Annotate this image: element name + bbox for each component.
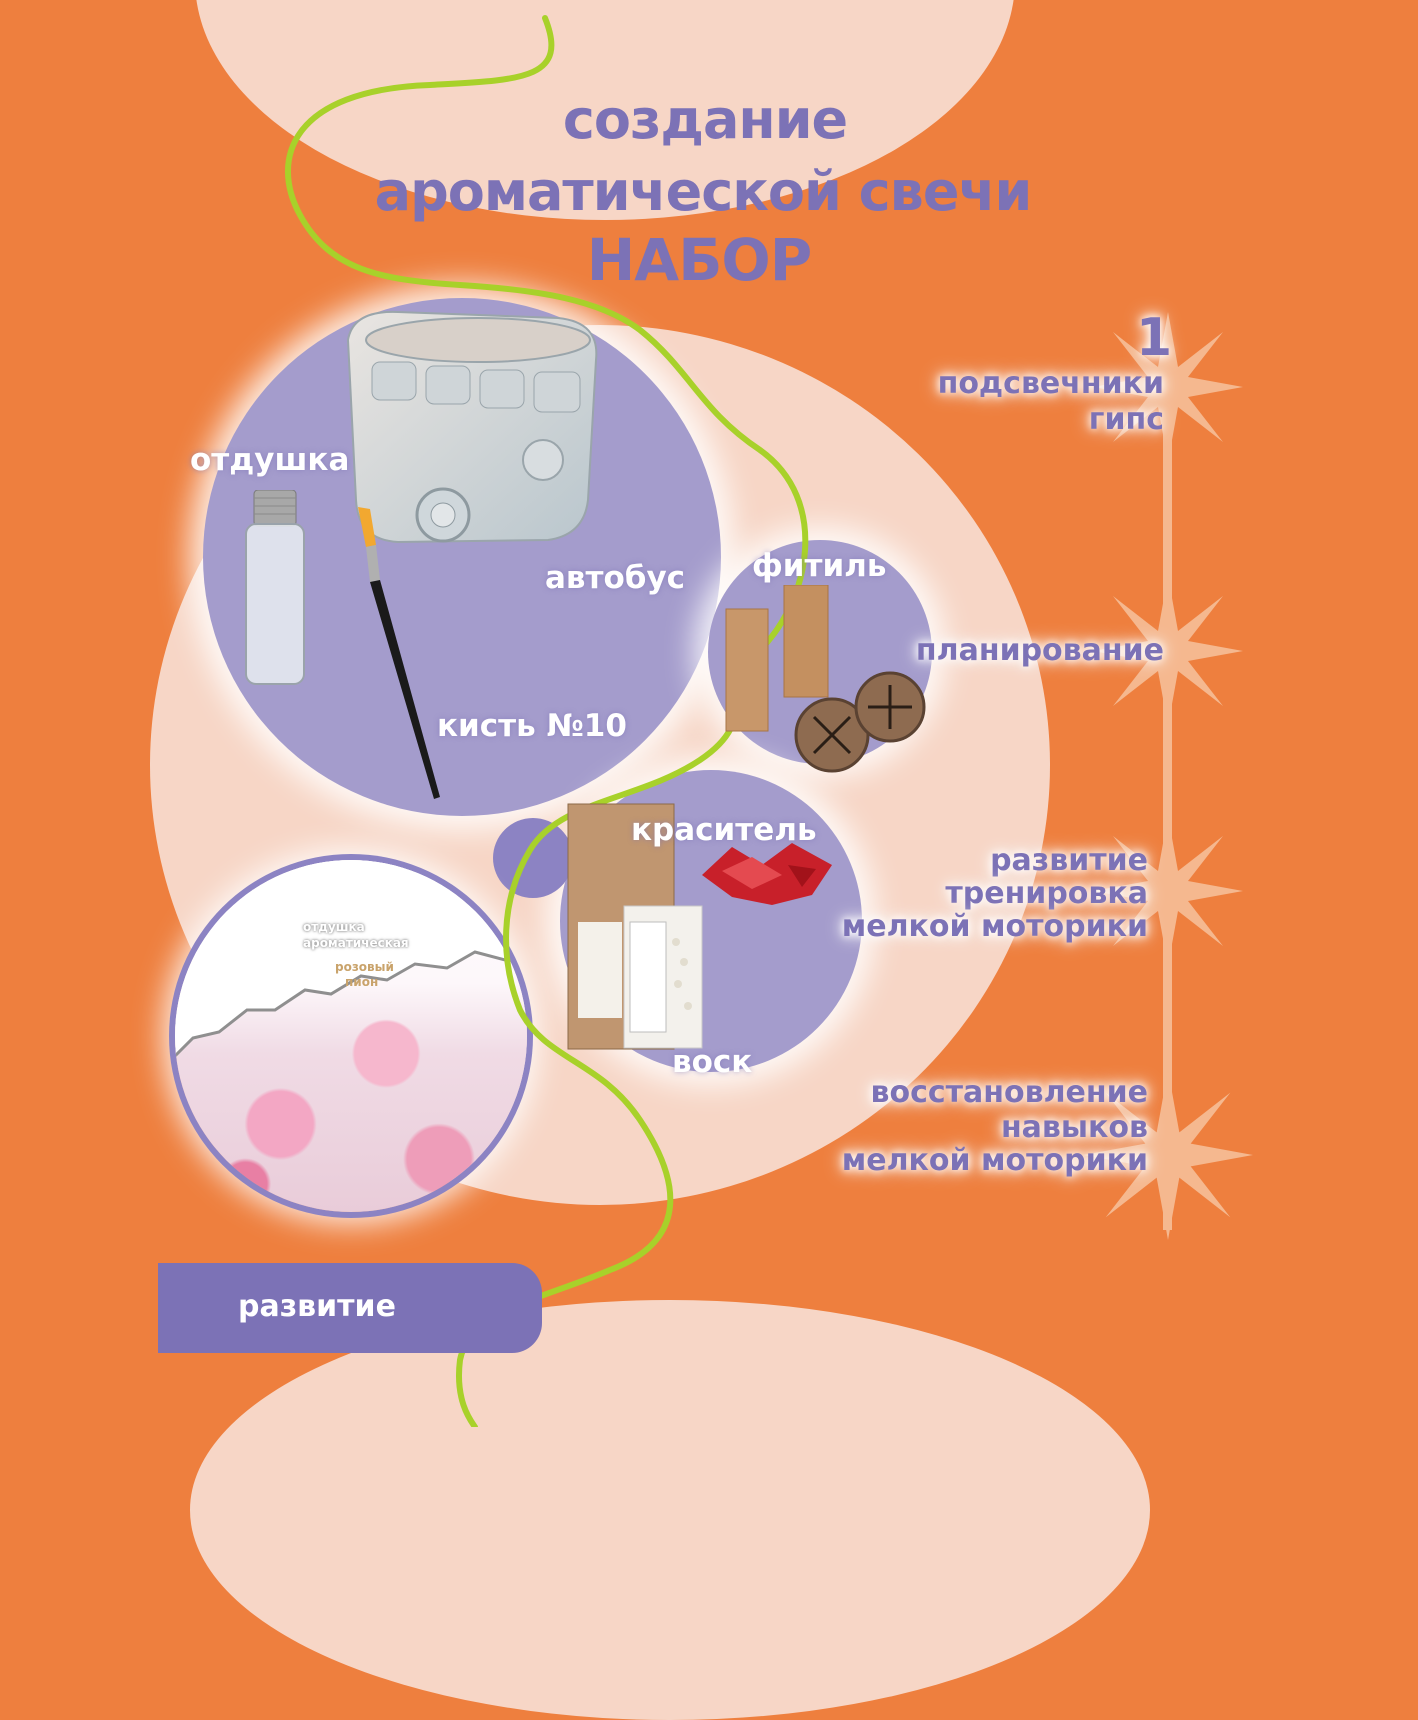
sticker-line-3: розовый (335, 960, 394, 974)
label-krasitel: краситель (631, 812, 817, 848)
label-kist: кисть №10 (437, 708, 627, 744)
development-badge-label: развитие (238, 1289, 396, 1324)
sticker-line-1: отдушка (303, 920, 365, 934)
star-icon (1083, 1070, 1253, 1240)
fragrance-photo: отдушка ароматическая розовый пион (175, 860, 527, 1212)
sticker-line-2: ароматическая (303, 936, 409, 950)
star-icon (1093, 816, 1243, 966)
label-otdushka: отдушка (190, 442, 350, 478)
sticker-line-4: пион (345, 975, 379, 989)
bottom-blob (190, 1300, 1150, 1720)
title-line-1: создание (562, 88, 848, 151)
label-avtobus: автобус (545, 560, 686, 596)
dye-flakes-image (702, 843, 832, 905)
brush-image (358, 507, 440, 799)
timeline-line (1163, 380, 1172, 1230)
title-line-3: НАБОР (586, 226, 812, 294)
timeline-item-4-line-2: навыков (1000, 1110, 1148, 1145)
wick-items-image (725, 585, 926, 773)
label-fitil: фитиль (752, 548, 887, 584)
star-icon (1093, 312, 1243, 462)
title-line-2: ароматической свечи (374, 160, 1033, 223)
timeline-item-1-line-1: подсвечники (937, 366, 1164, 401)
timeline-item-3-line-1: развитие (990, 843, 1148, 878)
timeline-item-2: планирование (915, 633, 1164, 668)
timeline-item-4-line-3: мелкой моторики (841, 1143, 1148, 1178)
development-badge: развитие (158, 1263, 542, 1353)
bus-planter-image (346, 310, 598, 544)
wax-bags-image (567, 803, 703, 1050)
star-icon (1093, 576, 1243, 726)
timeline-item-4-line-1: восстановление (870, 1075, 1148, 1110)
torn-paper-edge (175, 860, 527, 1058)
timeline-item-3-line-2: тренировка (945, 876, 1148, 911)
timeline-number: 1 (1136, 308, 1173, 368)
label-vosk: воск (672, 1044, 753, 1080)
timeline-item-3-line-3: мелкой моторики (841, 909, 1148, 944)
timeline-item-1-line-2: гипс (1088, 402, 1164, 437)
fragrance-bottle-image (245, 490, 305, 685)
